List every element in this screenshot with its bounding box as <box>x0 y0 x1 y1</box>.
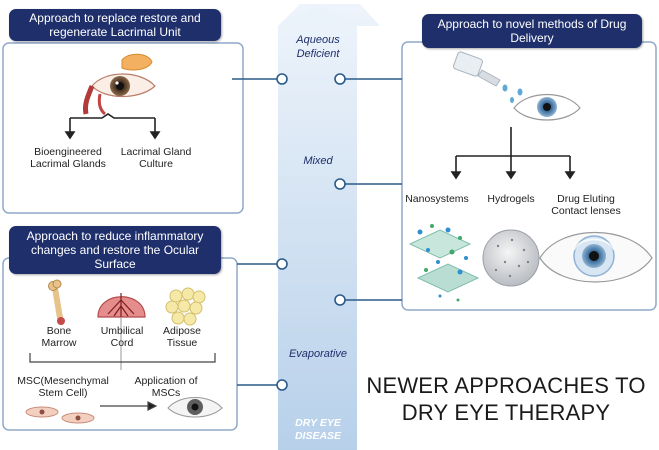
lacrimal-eye-illustration <box>83 53 156 116</box>
lacrimal-panel <box>2 42 244 214</box>
bone-marrow-illustration <box>48 279 65 325</box>
lacrimal-gland-culture-label: Lacrimal Gland Culture <box>120 146 192 170</box>
msc-label: MSC(Mesenchymal Stem Cell) <box>17 375 109 399</box>
bone-marrow-label: Bone Marrow <box>41 325 77 349</box>
eye-dropper-illustration <box>453 51 523 103</box>
msc-eye-illustration <box>167 397 223 418</box>
figure-title: NEWER APPROACHES TO DRY EYE THERAPY <box>366 373 646 425</box>
axis-mixed: Mixed <box>303 155 333 167</box>
axis-dry-eye-disease: DRY EYE DISEASE <box>294 417 342 442</box>
drug-delivery-eye-illustration <box>513 93 581 121</box>
contact-lens-eye-illustration <box>539 232 653 283</box>
hydrogels-label: Hydrogels <box>487 193 535 205</box>
bioengineered-lacrimal-glands-label: Bioengineered Lacrimal Glands <box>30 146 106 170</box>
axis-evaporative: Evaporative <box>288 348 348 360</box>
connectors <box>232 73 402 391</box>
dry-eye-arrow <box>278 4 380 450</box>
application-of-mscs-label: Application of MSCs <box>134 375 198 399</box>
stem-cells-illustration <box>25 406 95 424</box>
lacrimal-panel-header: Approach to replace restore and regenera… <box>9 9 221 41</box>
adipose-tissue-illustration <box>165 287 206 326</box>
msc-panel-header: Approach to reduce inflammatory changes … <box>9 226 221 274</box>
drug-eluting-contact-lenses-label: Drug Eluting Contact lenses <box>551 193 621 217</box>
axis-aqueous-deficient: Aqueous Deficient <box>296 34 340 60</box>
umbilical-cord-illustration <box>97 293 146 370</box>
hydrogel-illustration <box>482 229 540 287</box>
nanosystems-illustration <box>408 224 480 302</box>
drug-delivery-panel-header: Approach to novel methods of Drug Delive… <box>422 14 642 48</box>
umbilical-cord-label: Umbilical Cord <box>100 325 144 349</box>
lacrimal-branch-arrows <box>64 113 161 140</box>
adipose-tissue-label: Adipose Tissue <box>163 325 201 349</box>
drug-branch-arrows <box>450 127 576 180</box>
nanosystems-label: Nanosystems <box>405 193 469 205</box>
msc-bracket <box>29 353 216 411</box>
